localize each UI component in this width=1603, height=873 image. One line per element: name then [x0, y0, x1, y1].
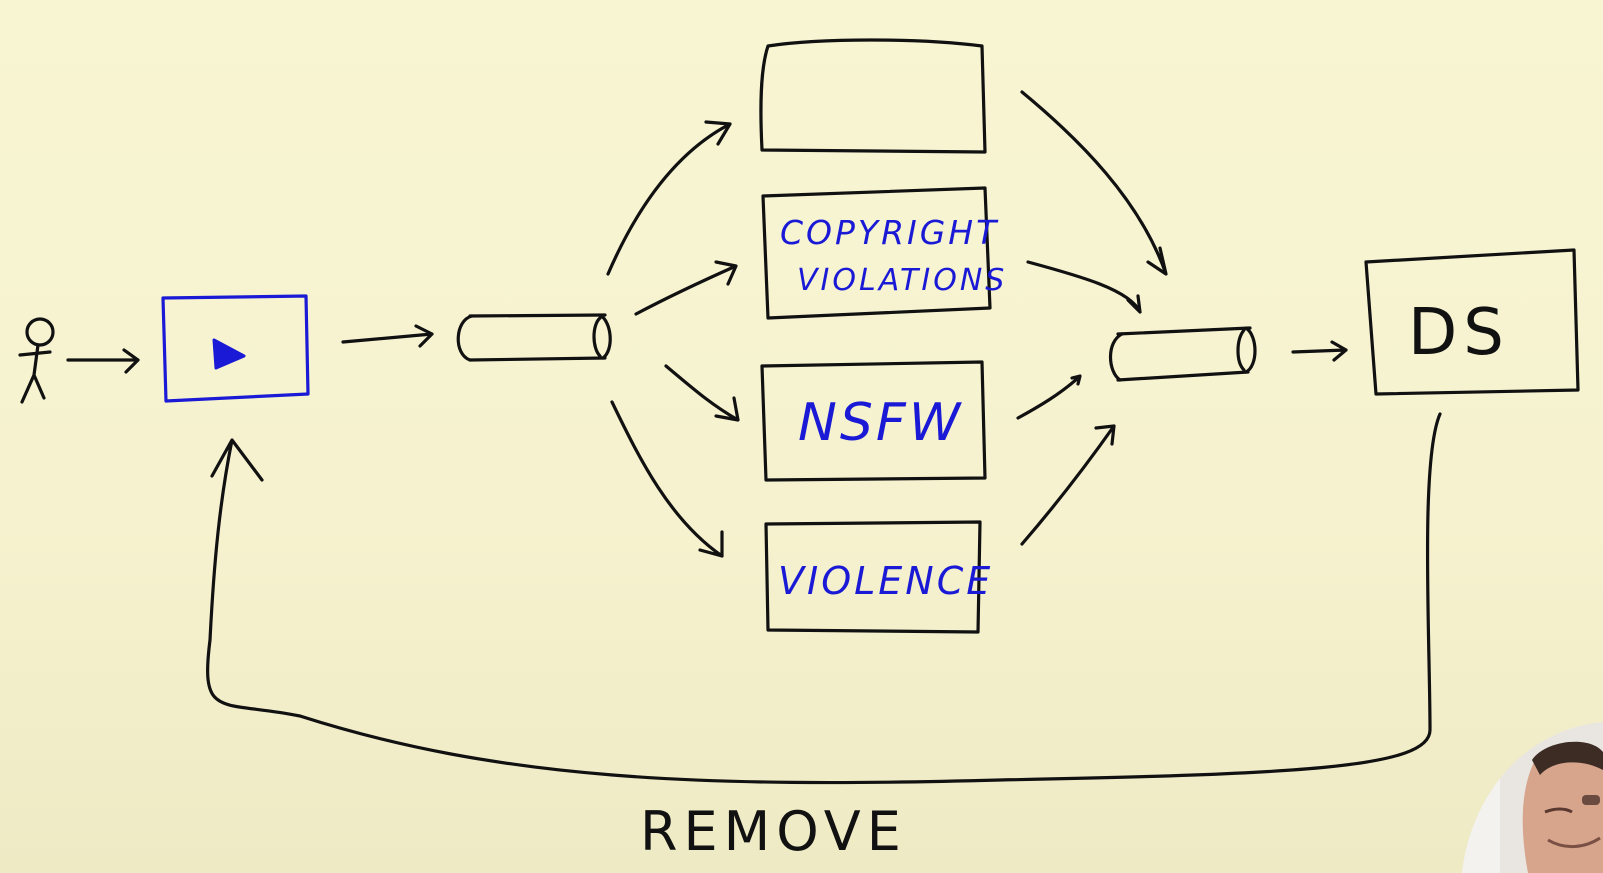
- arrow-video-to-queue: [341, 324, 434, 348]
- violence-classifier-box: VIOLENCE: [764, 520, 993, 634]
- copyright-label-line1: COPYRIGHT: [780, 213, 999, 252]
- remove-feedback-arrow: [206, 412, 1442, 785]
- arrow-queue-to-nsfw: [664, 364, 740, 422]
- ds-box: DS: [1364, 248, 1580, 396]
- copyright-classifier-box: COPYRIGHT VIOLATIONS: [761, 186, 1007, 320]
- arrow-queue-to-ds: [1291, 340, 1348, 362]
- user-stick-figure-icon: [18, 317, 55, 404]
- nsfw-classifier-box: NSFW: [760, 360, 987, 482]
- arrow-copyright-to-queue: [1026, 260, 1142, 314]
- remove-label: REMOVE: [640, 800, 907, 863]
- copyright-label-line2: VIOLATIONS: [797, 263, 1007, 298]
- video-upload-box: [161, 294, 310, 403]
- input-queue-pipe-icon: [456, 313, 612, 362]
- arrow-user-to-video: [66, 348, 140, 374]
- arrow-top-box-to-queue: [1020, 90, 1168, 276]
- arrow-violence-to-queue: [1020, 424, 1116, 546]
- ds-label: DS: [1408, 296, 1510, 370]
- arrow-queue-to-copyright: [634, 260, 738, 316]
- empty-classifier-box: [759, 38, 987, 154]
- arrow-queue-to-violence: [610, 400, 724, 558]
- arrow-queue-to-top-box: [606, 120, 732, 276]
- violence-label: VIOLENCE: [778, 559, 993, 603]
- output-queue-pipe-icon: [1108, 326, 1257, 382]
- arrow-nsfw-to-queue: [1016, 374, 1082, 420]
- nsfw-label: NSFW: [798, 393, 963, 453]
- play-icon: [212, 338, 246, 370]
